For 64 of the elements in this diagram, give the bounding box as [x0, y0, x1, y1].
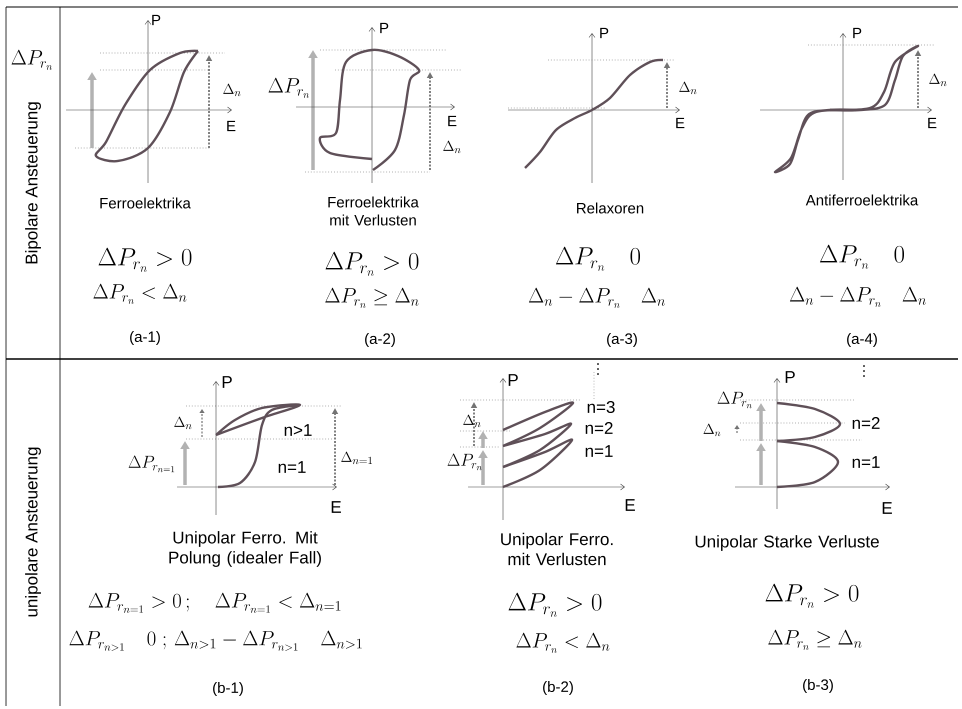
condition-formula: $\Delta P_{r_n} > 0$	[508, 592, 602, 617]
axis-label: P	[380, 22, 388, 34]
axis-label: P	[152, 14, 160, 26]
delta-label: $\Delta_n$	[679, 82, 697, 94]
curve-label: n=2	[852, 417, 880, 429]
delta-label: $\Delta P_{r_n}$	[448, 453, 482, 470]
panel-number: (a-2)	[365, 333, 395, 347]
condition-formula: $\Delta_n - \Delta P_{r_n} \quad \Delta_n$	[790, 286, 926, 307]
condition-formula: $\Delta P_{r_n} \quad 0$	[556, 246, 640, 271]
curve-label: n=3	[588, 400, 615, 414]
curve-label: n=1	[586, 445, 613, 457]
panel-number: (b-2)	[543, 681, 573, 695]
panel-number: (a-1)	[130, 331, 160, 345]
curve-label: n=2	[586, 422, 613, 434]
condition-formula: $\Delta P_{r_n} > 0$	[326, 252, 418, 276]
curve-label: n=1	[278, 461, 306, 473]
panel-caption: Antiferroelektrika	[806, 194, 918, 206]
condition-formula: $\Delta P_{r_{n=1}} > 0\,;\quad \Delta P_{r_{n=1}} < \Delta_{n=1}$	[88, 592, 340, 613]
delta-label: $\Delta_n$	[929, 74, 947, 86]
condition-formula: $\Delta P_{r_n} \quad 0$	[820, 244, 904, 269]
curve-label: n>1	[284, 424, 312, 436]
panel-caption: Ferroelektrika	[100, 198, 191, 208]
condition-formula: $\Delta_n - \Delta P_{r_n} \quad \Delta_n$	[528, 288, 665, 308]
row-header: unipolare Ansteuerung	[25, 448, 41, 616]
panel-caption: Relaxoren	[577, 202, 644, 214]
axis-label: E	[227, 120, 236, 132]
delta-label: $\Delta P_{r_{n=1}}$	[128, 455, 174, 472]
condition-formula: $\Delta P_{r_n} \geq \Delta_n$	[768, 630, 862, 650]
delta-label: $\Delta P_{r_n}$	[12, 50, 52, 70]
axis-label: P	[222, 376, 232, 388]
panel-caption: Unipolar Ferro. Mit Polung (idealer Fall)	[169, 531, 321, 567]
condition-formula: $\Delta P_{r_{n>1}} \quad 0\;;\,\Delta_{n>1} - \Delta P_{r_{n>1}} \quad \Delta_{n>1}$	[69, 630, 362, 651]
axis-label: P	[600, 28, 608, 38]
axis-label: P	[786, 371, 795, 383]
axis-label: E	[448, 116, 456, 126]
axis-label: E	[626, 499, 635, 511]
delta-label: $\Delta_n$	[174, 416, 192, 430]
delta-label: $\Delta_n$	[223, 84, 241, 96]
axis-label: E	[928, 118, 936, 128]
panel-number: (b-3)	[803, 679, 833, 693]
panel-caption: Ferroelektrika mit Verlusten	[328, 196, 419, 226]
delta-label: $\Delta_n$	[704, 424, 720, 436]
delta-label: $\Delta_{n=1}$	[341, 452, 372, 464]
row-header: Bipolare Ansteuerung	[25, 102, 41, 264]
delta-label: $\Delta_n$	[443, 140, 461, 154]
axis-label: E	[332, 501, 341, 513]
axis-label: P	[853, 28, 862, 38]
panel-caption: Unipolar Ferro. mit Verlusten	[501, 532, 613, 566]
axis-label: E	[676, 118, 684, 128]
panel-number: (a-3)	[607, 333, 637, 347]
condition-formula: $\Delta P_{r_n} > 0$	[98, 248, 192, 272]
delta-label: $\Delta_n$	[463, 414, 481, 428]
condition-formula: $\Delta P_{r_n} > 0$	[766, 584, 858, 608]
panel-number: (b-1)	[213, 682, 243, 696]
panel-caption: Unipolar Starke Verluste	[696, 535, 879, 551]
condition-formula: $\Delta P_{r_n} < \Delta_n$	[93, 284, 186, 304]
condition-formula: $\Delta P_{r_n} < \Delta_n$	[516, 632, 610, 653]
delta-label: $\Delta P_{r_n}$	[268, 78, 309, 98]
axis-label: P	[508, 374, 518, 386]
axis-label: E	[882, 502, 892, 514]
curve-label: n=1	[852, 456, 880, 468]
condition-formula: $\Delta P_{r_n} \geq \Delta_n$	[325, 288, 419, 308]
delta-label: $\Delta P_{r_n}$	[718, 391, 752, 408]
panel-number: (a-4)	[847, 333, 877, 347]
